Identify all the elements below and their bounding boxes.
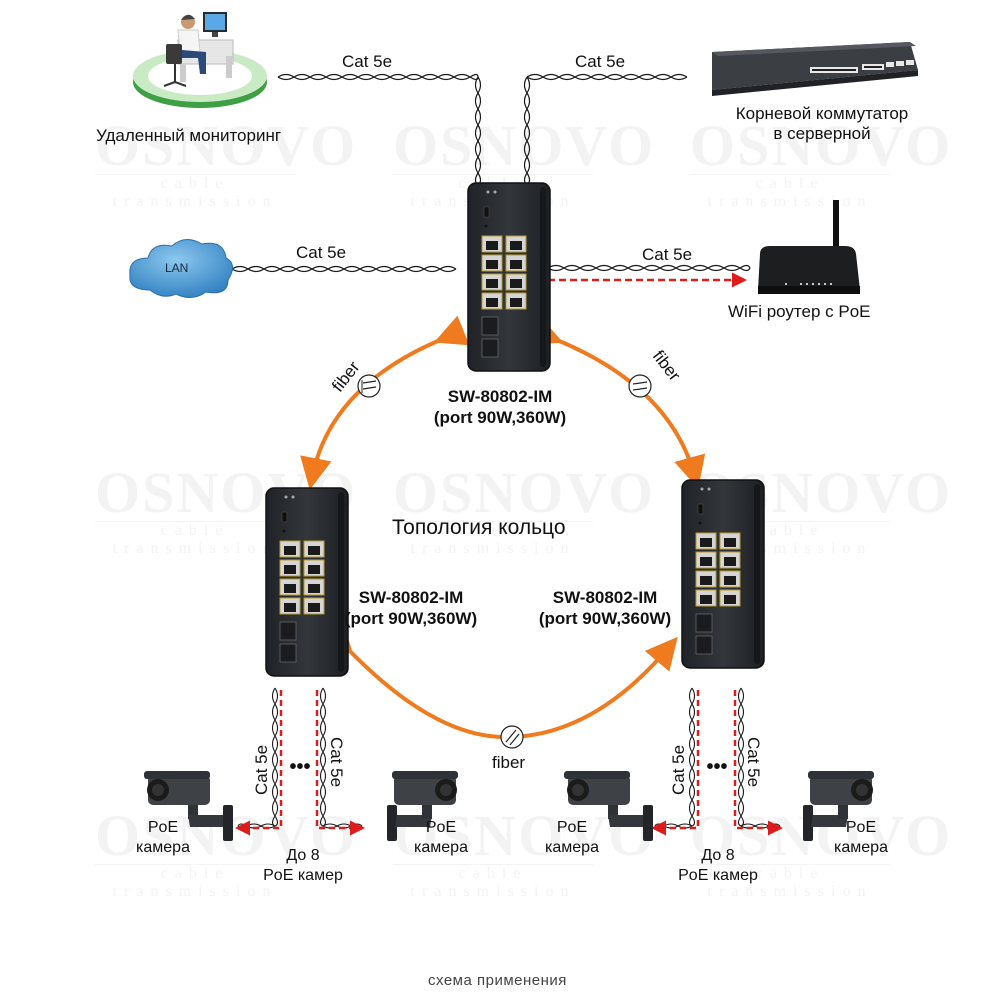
fiber-connector-icon [500,725,524,749]
fiber-link-left-right [319,620,678,740]
operator-workstation-icon [133,12,267,108]
camera-label-line: PoE [845,819,877,836]
camera-count-line: PoE камер [263,867,343,884]
camera-icon[interactable] [564,771,653,841]
fiber-label: fiber [649,347,685,385]
switch-model: SW-80802-IM [358,588,464,607]
switch-top-label: SW-80802-IM (port 90W,360W) [420,386,580,428]
switch-right[interactable] [681,479,765,669]
topology-title: Топология кольцо [392,516,566,539]
cable-label: Cat 5e [642,245,693,264]
camera-count-line: До 8 [286,847,320,864]
camera-label-line: камера [834,839,888,856]
switch-left-label: SW-80802-IM (port 90W,360W) [336,587,486,629]
remote-monitoring-label: Удаленный мониторинг [96,126,282,145]
core-switch-label-line1: Корневой коммутатор [735,104,909,123]
cable-label: Cat 5e [744,737,763,787]
fiber-connector-icon [628,374,652,398]
cable-label: Cat 5e [669,745,688,795]
camera-count-line: PoE камер [678,867,758,884]
cable-label: Cat 5e [296,243,347,262]
cable-lan-to-switch [231,265,457,273]
switch-spec: (port 90W,360W) [433,408,567,427]
switch-model: SW-80802-IM [447,387,553,406]
camera-label: PoE камера [406,818,476,858]
camera-label-line: камера [545,839,599,856]
poe-power-arrow [651,690,700,836]
core-switch-label-line2: в серверной [773,124,871,143]
camera-label-line: PoE [425,819,457,836]
ellipsis-dots: ••• [706,756,727,778]
camera-icon[interactable] [803,771,874,841]
wifi-router-icon [758,200,860,294]
camera-label-line: камера [414,839,468,856]
cloud-icon [129,239,233,298]
poe-power-arrow [235,690,283,836]
cable-label: Cat 5e [252,745,271,795]
camera-label: PoE камера [537,818,607,858]
camera-label-line: камера [136,839,190,856]
camera-icon[interactable] [387,771,458,841]
wifi-router-label: WiFi роутер с PoE [728,302,871,321]
fiber-connector-icon [357,374,381,398]
switch-spec: (port 90W,360W) [538,609,672,628]
fiber-link-top-right [527,315,706,489]
camera-icon[interactable] [144,771,233,841]
cable-monitoring-to-switch [277,73,482,186]
cable-switch-to-router [547,264,751,272]
camera-label-line: PoE [556,819,588,836]
switch-right-label: SW-80802-IM (port 90W,360W) [530,587,680,629]
cable-label: Cat 5e [575,52,626,71]
camera-count-label: До 8 PoE камер [663,846,773,886]
camera-label-line: PoE [147,819,179,836]
switch-top[interactable] [467,182,551,372]
poe-power-arrow [733,690,783,836]
ellipsis-dots: ••• [289,756,310,778]
switch-left[interactable] [265,487,349,677]
camera-label: PoE камера [826,818,896,858]
cable-label: Cat 5e [327,737,346,787]
fiber-link-top-left [300,315,470,490]
footer-caption: схема применения [428,972,567,989]
poe-power-arrow [315,690,365,836]
cable-label: Cat 5e [342,52,393,71]
cable-switch-to-core [523,73,688,186]
rack-switch-icon [712,42,918,96]
camera-count-line: До 8 [701,847,735,864]
switch-spec: (port 90W,360W) [344,609,478,628]
camera-count-label: До 8 PoE камер [248,846,358,886]
camera-label: PoE камера [128,818,198,858]
lan-label: LAN [165,261,189,275]
core-switch-label: Корневой коммутатор в серверной [722,104,922,144]
switch-model: SW-80802-IM [552,588,658,607]
fiber-label: fiber [492,753,526,772]
